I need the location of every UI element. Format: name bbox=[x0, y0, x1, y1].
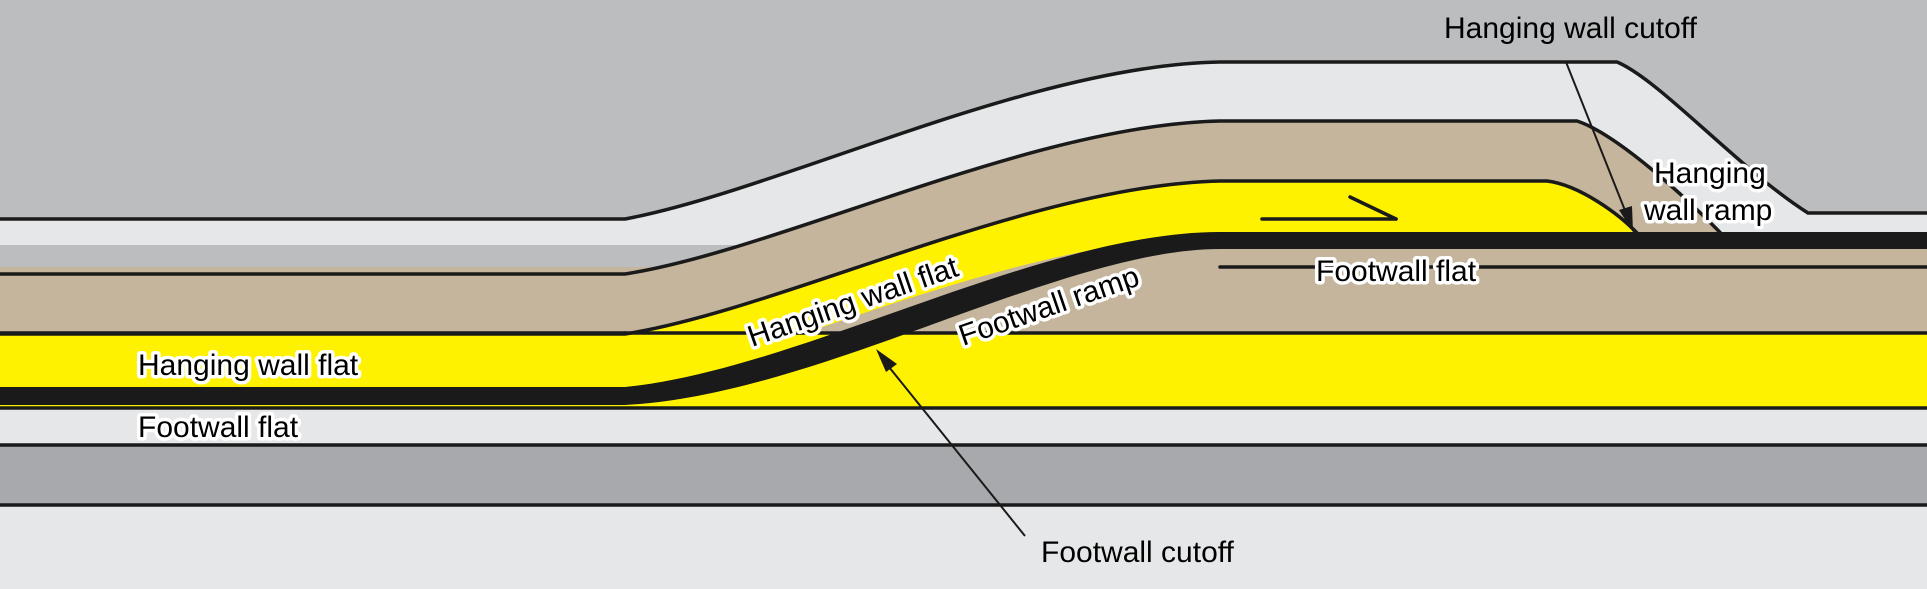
footwall-bottom-light-layer bbox=[0, 505, 1927, 589]
footwall-flat-right-label: Footwall flat bbox=[1316, 255, 1477, 288]
footwall-mid-gray-layer bbox=[0, 445, 1927, 505]
hanging-wall-cutoff-leader bbox=[1565, 61, 1633, 232]
hanging-wall-ramp-label-line2: wall ramp bbox=[1643, 194, 1772, 227]
hanging-wall-cutoff-label: Hanging wall cutoff bbox=[1444, 12, 1698, 45]
hanging-wall-tan-layer bbox=[0, 121, 1927, 300]
hanging-wall-flat-left-label: Hanging wall flat bbox=[138, 349, 359, 382]
footwall-light-layer bbox=[0, 408, 1927, 445]
hanging-wall-tan-yellow-boundary bbox=[0, 179, 1639, 336]
footwall-flat-left-label: Footwall flat bbox=[138, 411, 299, 444]
hanging-wall-light-tan-boundary bbox=[0, 119, 1734, 276]
hanging-wall-top-boundary bbox=[0, 60, 1927, 221]
hanging-wall-ramp-label-line1: Hanging bbox=[1654, 157, 1766, 190]
slip-direction-arrow-icon bbox=[1260, 195, 1398, 221]
footwall-cutoff-label: Footwall cutoff bbox=[1041, 536, 1235, 569]
thrust-fault-surface bbox=[0, 232, 1927, 405]
footwall-cutoff-leader bbox=[876, 349, 1026, 537]
